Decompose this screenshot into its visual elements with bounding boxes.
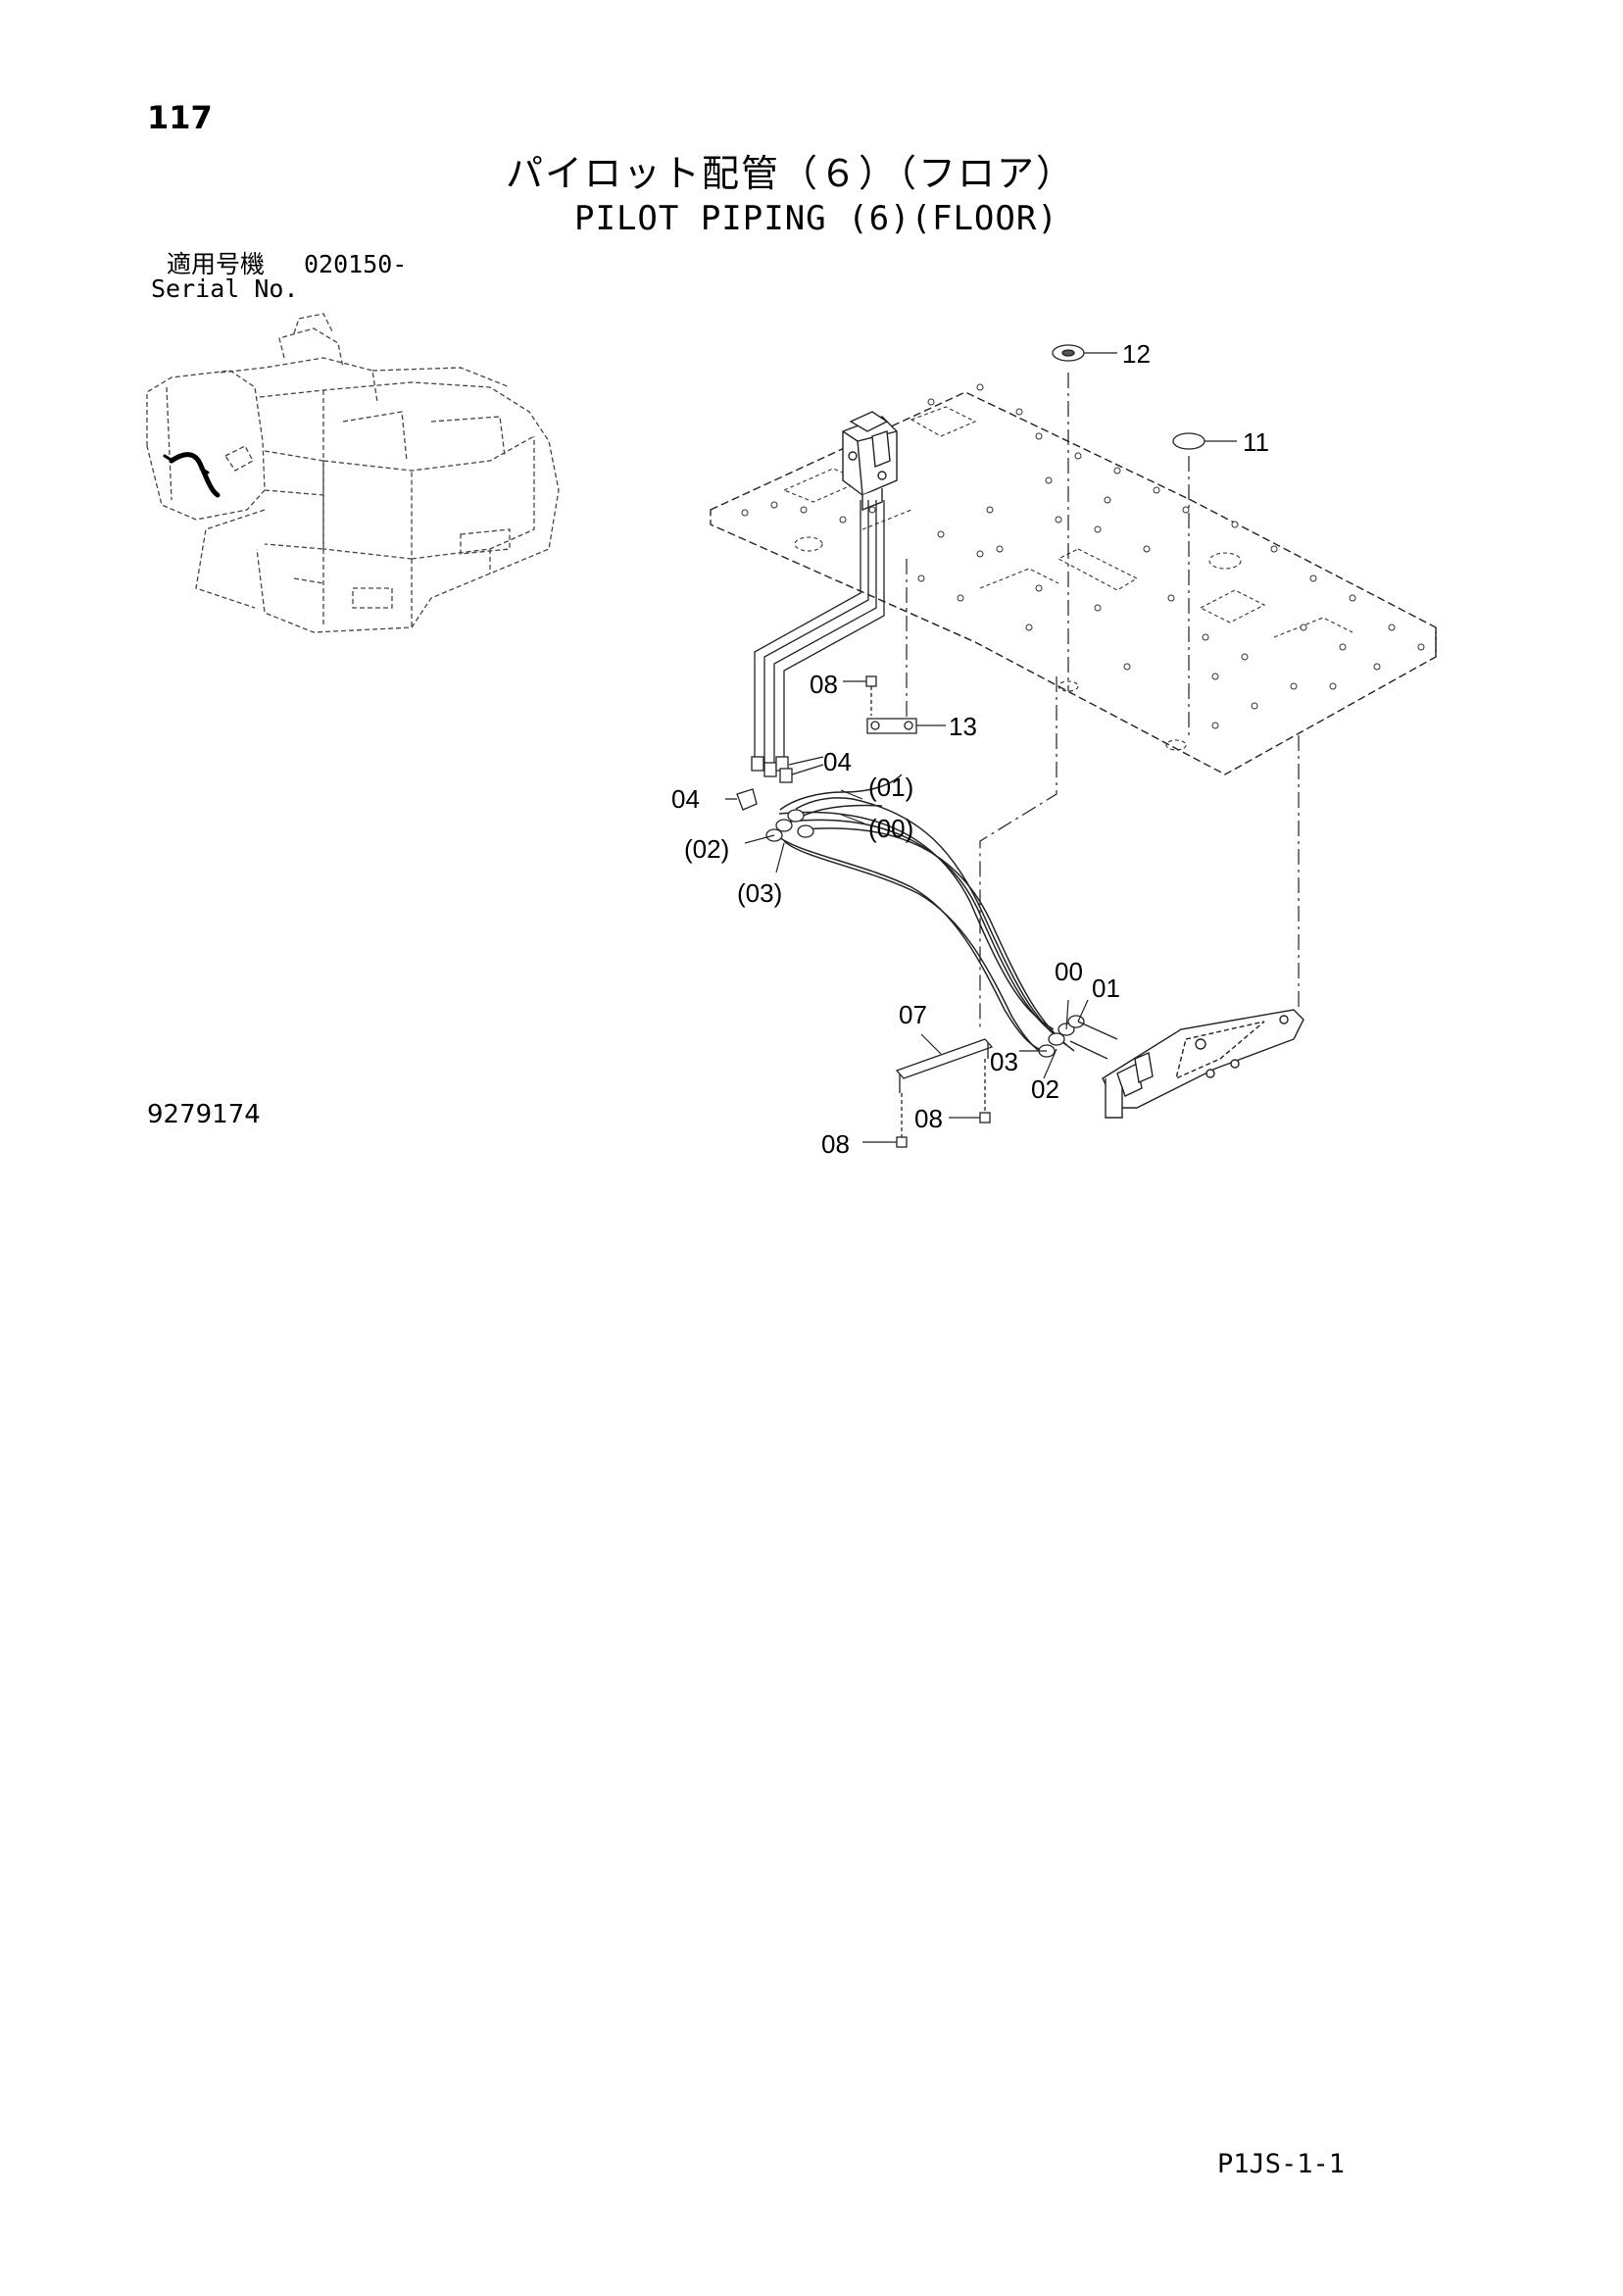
assembly-guide-lines (906, 373, 1300, 1029)
pilot-valve (842, 411, 898, 512)
serial-range: 020150- (304, 250, 408, 278)
callout-04-right: 04 (823, 747, 852, 776)
part-08-bolts-lower (862, 1059, 991, 1148)
serial-label-japanese: 適用号機 (167, 250, 266, 278)
serial-label-english: Serial No. (151, 275, 299, 303)
part-12-grommet (1052, 344, 1117, 362)
callout-08-upper: 08 (810, 670, 838, 699)
part-07-bracket (895, 1038, 994, 1093)
callout-04-left: 04 (671, 784, 700, 814)
callout-13: 13 (949, 712, 977, 741)
callout-08-lower: 08 (821, 1129, 850, 1159)
callout-03-paren: (03) (737, 878, 782, 908)
pilot-tube-bundle (754, 500, 885, 774)
callout-00-paren: (00) (868, 814, 913, 843)
callout-leaders (744, 789, 1089, 1079)
callout-03: 03 (990, 1047, 1018, 1076)
part-04-fittings (725, 756, 824, 811)
part-08-bolt-upper (843, 675, 877, 716)
highlighted-pilot-hose (163, 452, 221, 498)
callout-02: 02 (1031, 1074, 1059, 1104)
part-13-clamp (866, 718, 946, 734)
callout-00: 00 (1055, 957, 1083, 986)
sheet-code: P1JS-1-1 (1217, 2149, 1346, 2179)
page-title-english: PILOT PIPING (6)(FLOOR) (574, 199, 1058, 238)
callout-07: 07 (899, 1000, 927, 1029)
part-11-cap (1172, 432, 1237, 450)
floor-plate-holes (741, 383, 1425, 729)
callout-08-middle: 08 (914, 1104, 943, 1133)
callout-labels: 12 11 08 13 04 04 (01) (00) (02) (03) 00… (671, 339, 1269, 1159)
floor-plate (710, 391, 1437, 775)
drawing-number: 9279174 (147, 1100, 261, 1129)
callout-01-paren: (01) (868, 773, 913, 802)
callout-01: 01 (1092, 973, 1120, 1003)
page-number: 117 (147, 99, 213, 136)
callout-12: 12 (1122, 339, 1151, 369)
callout-02-paren: (02) (684, 834, 729, 864)
pedal-bracket-assembly (1102, 1009, 1304, 1119)
pilot-hoses (773, 774, 1075, 1056)
machine-overview-thumbnail (146, 313, 560, 633)
page-title-japanese: パイロット配管（６）（フロア） (506, 152, 1076, 195)
callout-11: 11 (1243, 427, 1269, 457)
